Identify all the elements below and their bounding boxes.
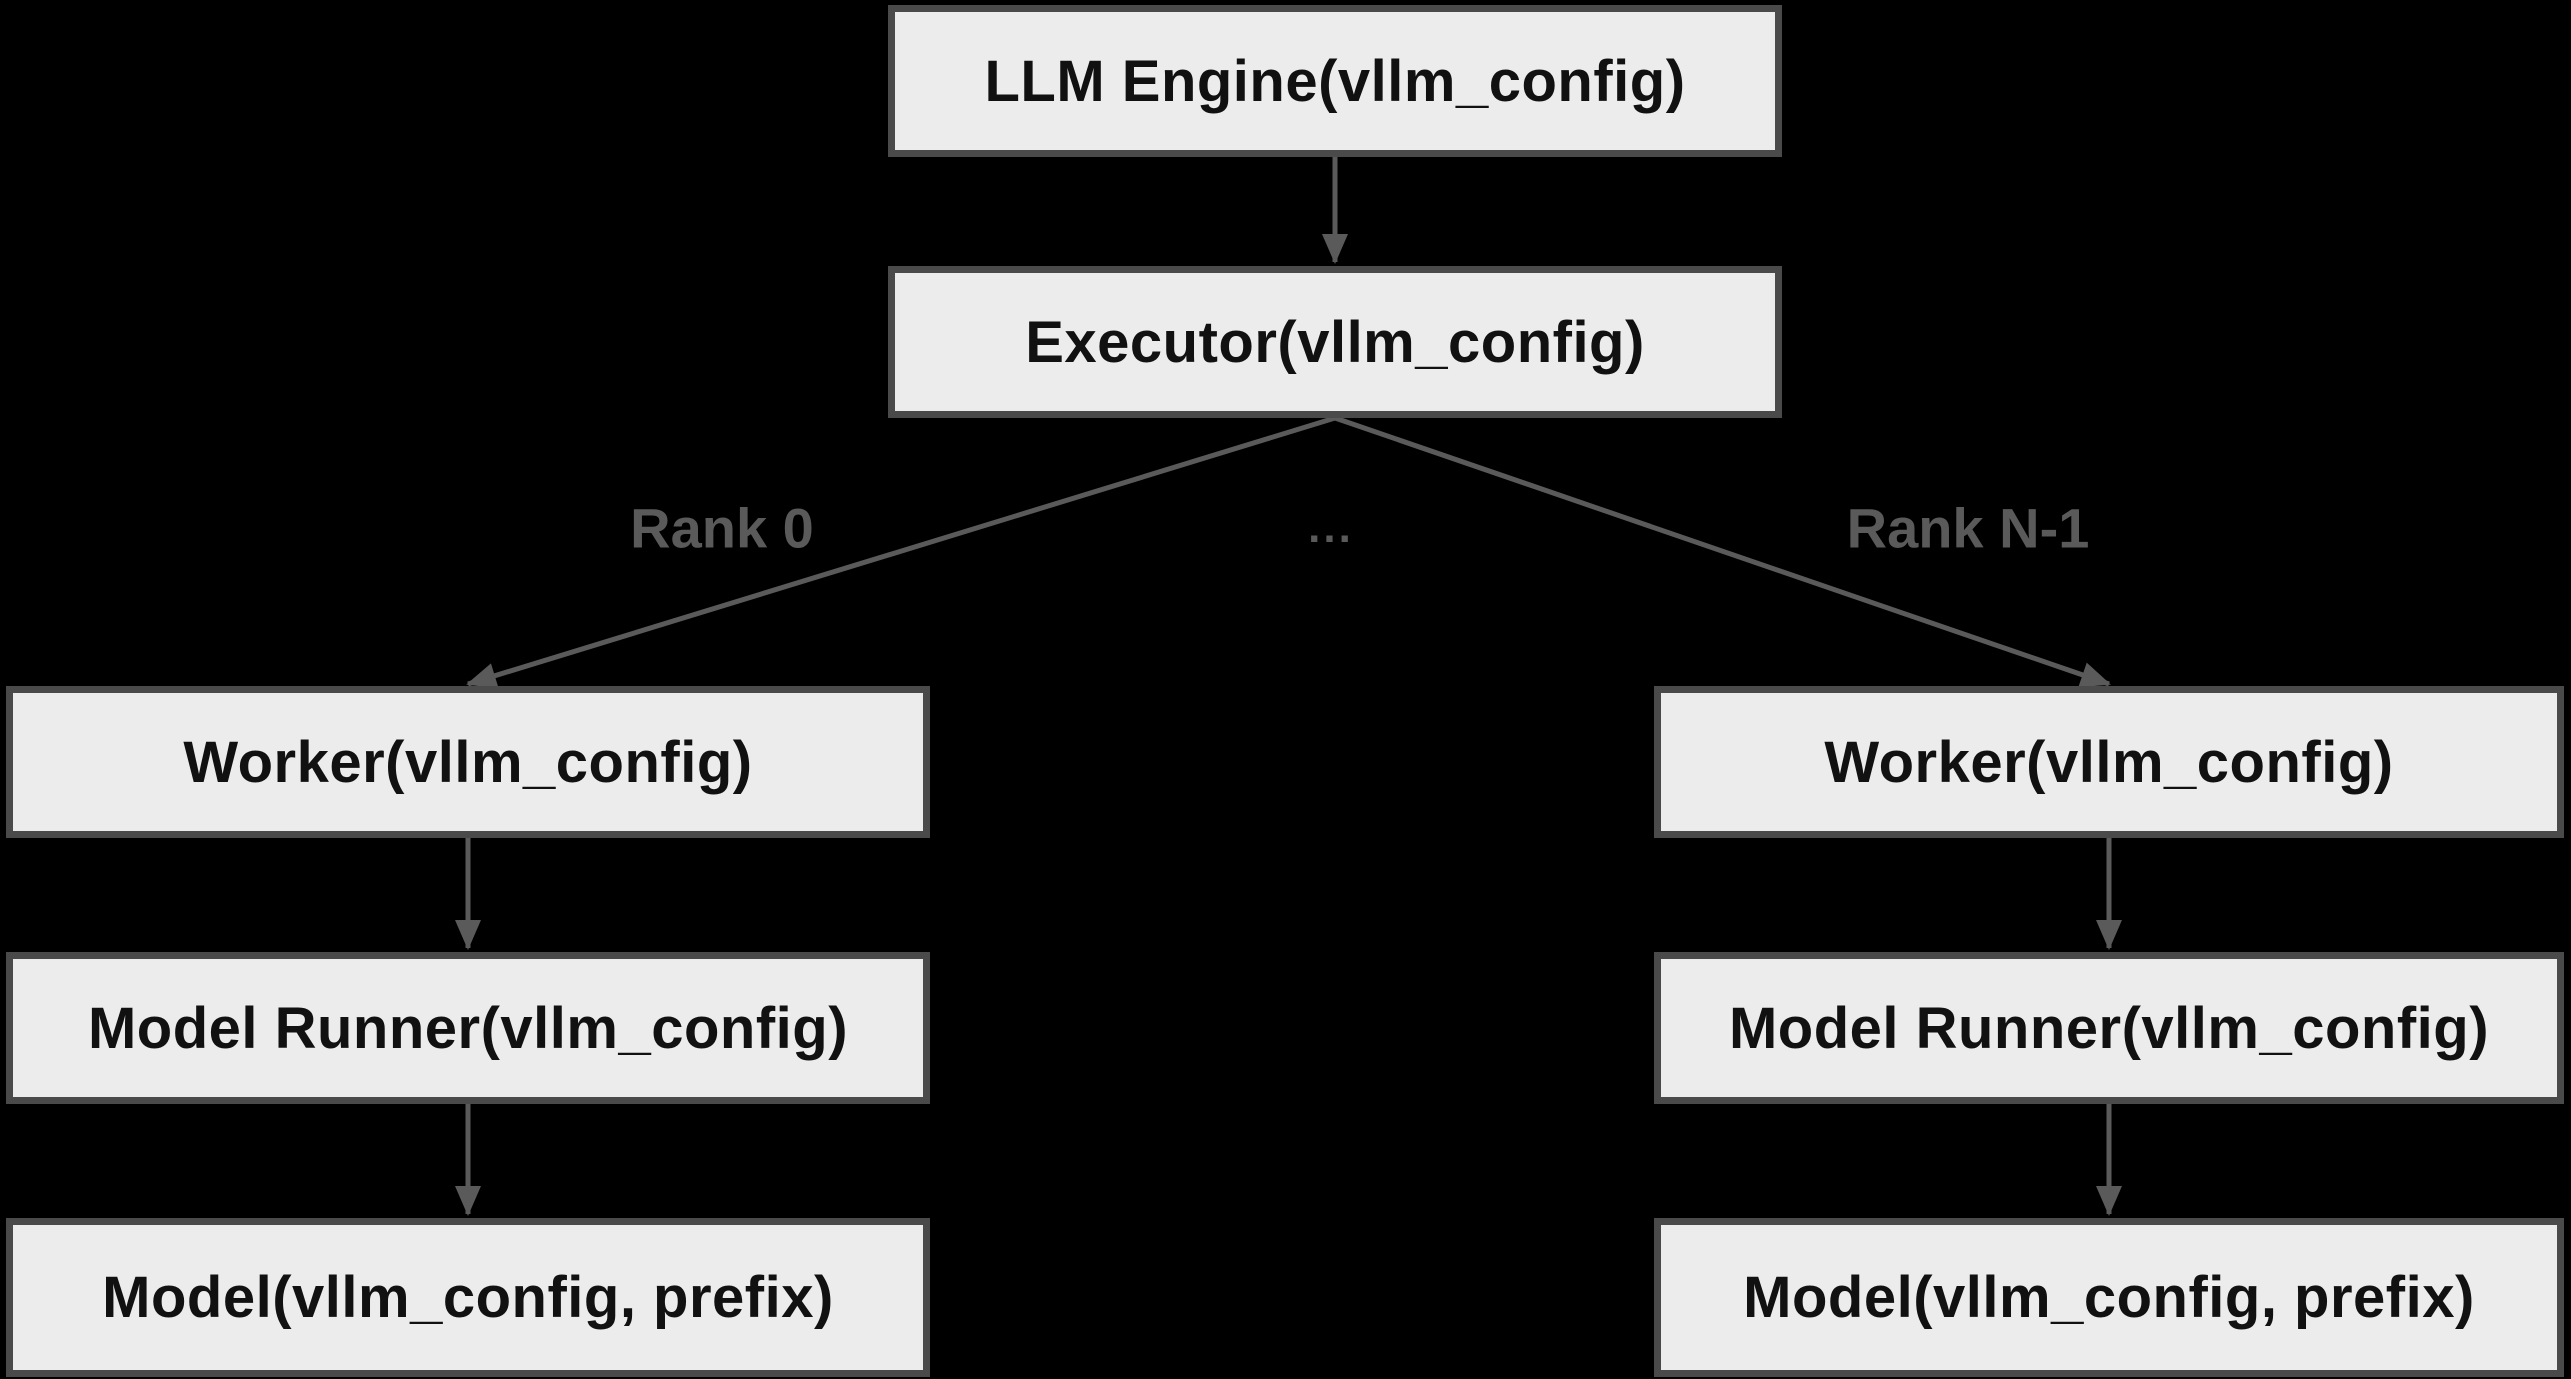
node-model-rank-0: Model(vllm_config, prefix) (6, 1218, 930, 1377)
edge-label-rank-0: Rank 0 (630, 496, 814, 560)
edge-label-ellipsis: ... (1308, 503, 1354, 552)
node-model-runner-rank-n-1: Model Runner(vllm_config) (1654, 952, 2564, 1104)
edge-label-rank-n-1: Rank N-1 (1846, 496, 2090, 560)
node-model-runner-rank-0: Model Runner(vllm_config) (6, 952, 930, 1104)
node-llm-engine: LLM Engine(vllm_config) (888, 5, 1782, 157)
node-model-rank-n-1: Model(vllm_config, prefix) (1654, 1218, 2564, 1377)
node-executor: Executor(vllm_config) (888, 266, 1782, 418)
node-worker-rank-n-1: Worker(vllm_config) (1654, 686, 2564, 838)
node-worker-rank-0: Worker(vllm_config) (6, 686, 930, 838)
edge-executor-to-worker-left (466, 415, 1336, 689)
